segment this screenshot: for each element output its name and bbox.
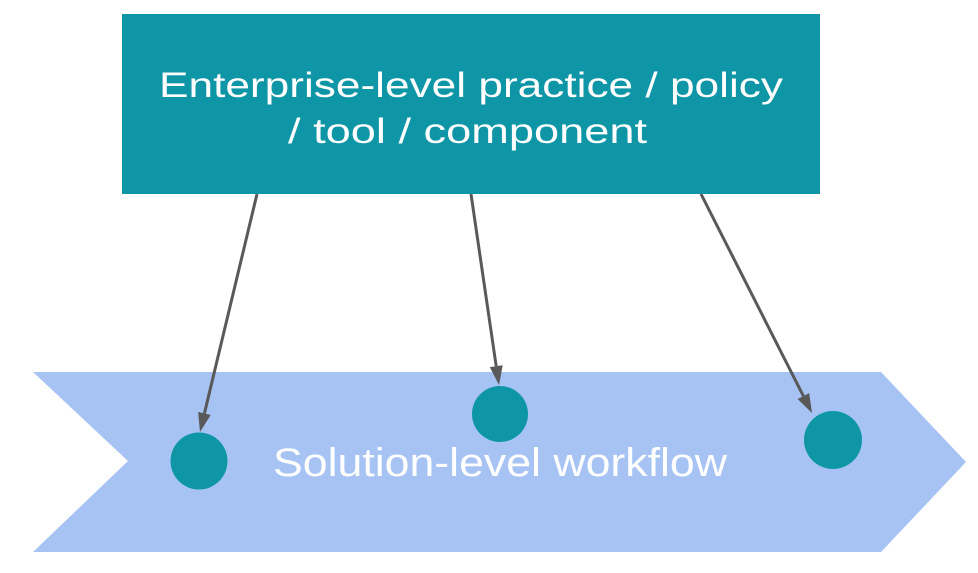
- enterprise-box: [122, 14, 820, 194]
- enterprise-box-label-line-1: Enterprise-level practice / policy: [159, 66, 784, 105]
- connector-2: [469, 193, 503, 385]
- connector-3: [699, 193, 812, 413]
- workflow-node-3: [804, 411, 862, 469]
- connector-1-arrowhead-icon: [198, 412, 211, 432]
- connector-3-arrowhead-icon: [797, 393, 812, 413]
- workflow-node-1: [170, 432, 228, 490]
- enterprise-box-label-line-2: / tool / component: [288, 112, 647, 151]
- workflow-band-arrow: [33, 372, 966, 552]
- connector-1-line: [202, 193, 259, 414]
- connector-2-line: [469, 193, 498, 367]
- workflow-node-2: [472, 386, 528, 442]
- connector-2-arrowhead-icon: [489, 365, 503, 385]
- connector-3-line: [699, 193, 805, 397]
- workflow-band-label: Solution-level workflow: [273, 441, 727, 485]
- connector-1: [198, 193, 259, 432]
